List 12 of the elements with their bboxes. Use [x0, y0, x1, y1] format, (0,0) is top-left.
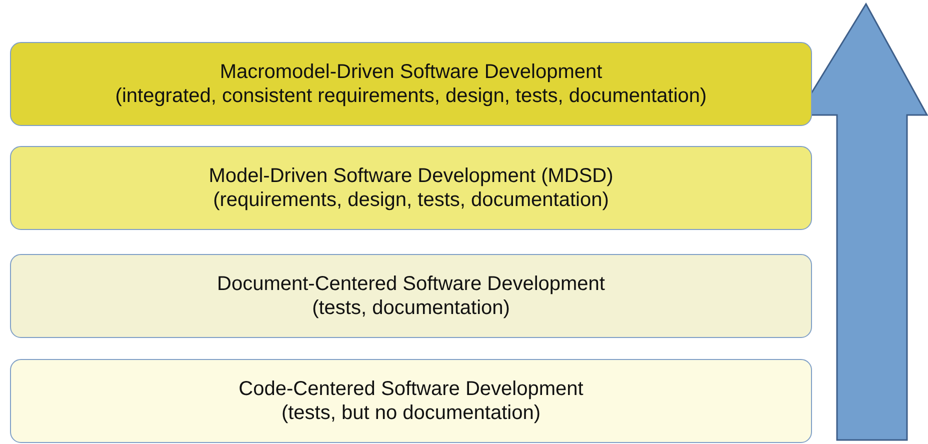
level-title: Code-Centered Software Development — [238, 377, 584, 401]
level-box — [10, 146, 812, 230]
level-title: Macromodel-Driven Software Development — [220, 60, 602, 84]
level-description: (integrated, consistent requirements, design, tests, documentation) — [115, 84, 707, 108]
level-box — [10, 42, 812, 126]
level-description: (tests, documentation) — [312, 296, 510, 320]
level-description: (requirements, design, tests, documentation) — [213, 188, 609, 212]
level-box — [10, 254, 812, 338]
level-box — [10, 359, 812, 443]
level-title: Document-Centered Software Development — [217, 272, 605, 296]
level-title: Model-Driven Software Development (MDSD) — [208, 164, 614, 188]
level-description: (tests, but no documentation) — [281, 401, 541, 425]
